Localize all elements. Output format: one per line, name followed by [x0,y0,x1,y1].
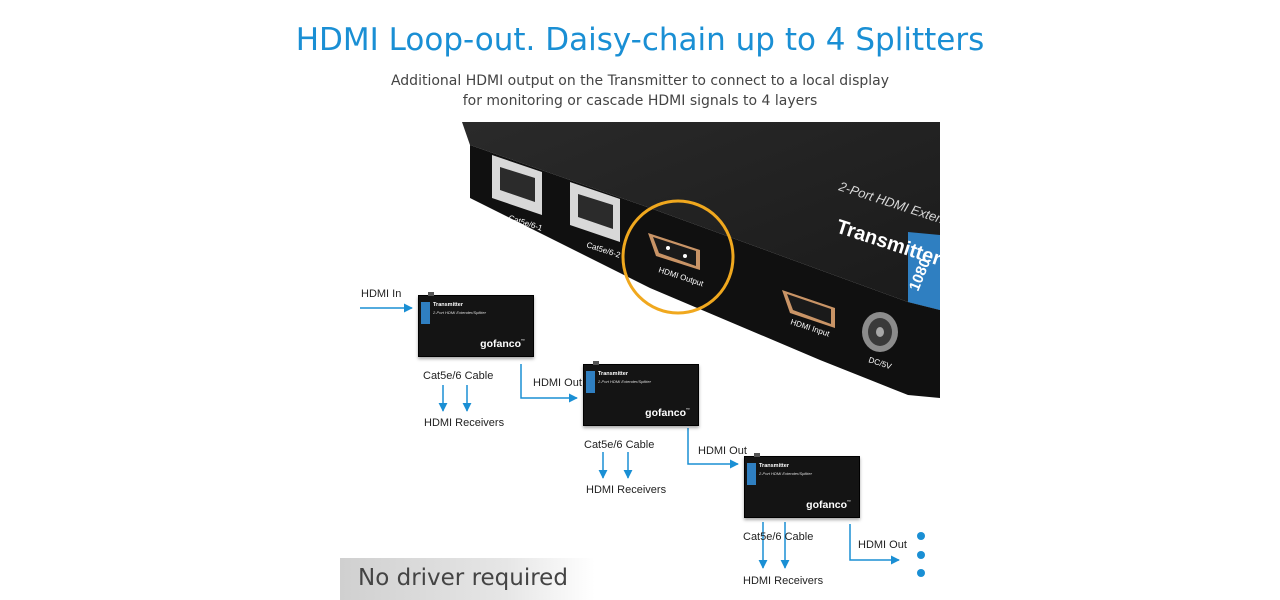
small-device-subtitle: 2-Port HDMI Extender/Splitter [759,471,812,476]
small-transmitter-3: Transmitter 2-Port HDMI Extender/Splitte… [744,453,860,518]
small-device-title: Transmitter [759,463,789,469]
small-device-title: Transmitter [433,302,463,308]
cable-label-1: Cat5e/6 Cable [423,370,494,382]
small-transmitter-2: Transmitter 2-Port HDMI Extender/Splitte… [583,361,699,426]
highlight-ring [621,199,735,315]
receivers-label-3: HDMI Receivers [743,575,824,587]
small-device-subtitle: 2-Port HDMI Extender/Splitter [598,379,651,384]
brand-logo: gofanco™ [480,338,525,350]
hdmi-out-label-1: HDMI Out [533,377,582,389]
small-device-title: Transmitter [598,371,628,377]
dc-power-jack [862,312,898,352]
rj45-port-2 [570,182,620,242]
small-transmitter-1: Transmitter 2-Port HDMI Extender/Splitte… [418,292,534,357]
continuation-dots [917,532,925,577]
receivers-label-2: HDMI Receivers [586,484,667,496]
rj45-port-1 [492,155,542,215]
antenna [428,292,434,296]
brand-logo: gofanco™ [806,499,851,511]
transmitter-device-photo: 1080 Transmitter 2-Port HDMI Extender/Sp… [462,122,940,398]
small-device-subtitle: 2-Port HDMI Extender/Splitter [433,310,486,315]
antenna [593,361,599,365]
hdmi-output-port [648,233,700,270]
blue-stripe [747,463,756,485]
cable-label-3: Cat5e/6 Cable [743,531,814,543]
antenna [754,453,760,457]
brand-logo: gofanco™ [645,407,690,419]
blue-stripe [586,371,595,393]
hdmi-out-label-2: HDMI Out [698,445,747,457]
subtitle-line-1: Additional HDMI output on the Transmitte… [390,73,890,89]
blue-stripe [421,302,430,324]
receivers-label-1: HDMI Receivers [424,417,505,429]
hdmi-out-label-3: HDMI Out [858,539,907,551]
hdmi-input-port [782,290,835,328]
hdmi-in-label: HDMI In [361,288,402,300]
no-driver-badge: No driver required [340,558,595,600]
no-driver-text: No driver required [358,565,568,591]
resolution-badge-shape [908,232,940,310]
cable-label-2: Cat5e/6 Cable [584,439,655,451]
subtitle-line-2: for monitoring or cascade HDMI signals t… [462,93,818,109]
page-title: HDMI Loop-out. Daisy-chain up to 4 Split… [295,22,985,58]
